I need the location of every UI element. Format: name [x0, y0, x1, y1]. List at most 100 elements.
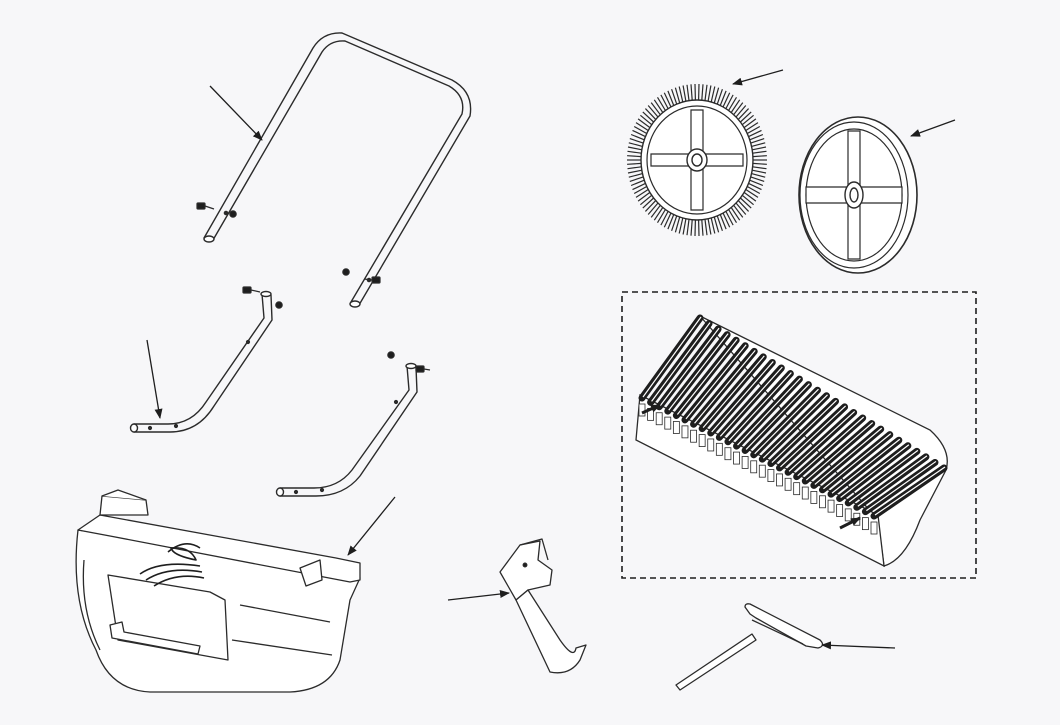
bristle — [751, 142, 766, 147]
bristle — [733, 204, 744, 218]
lower-right-handle — [275, 362, 418, 497]
bristle — [741, 194, 754, 206]
bristle — [749, 133, 764, 141]
brush-strip-highlight — [823, 433, 892, 490]
brush-strip-highlight — [840, 444, 910, 498]
brush-wheel — [627, 83, 767, 237]
bristle — [627, 150, 642, 154]
bristle — [725, 211, 734, 226]
brush-strip-highlight — [642, 316, 702, 398]
bristle — [682, 85, 687, 102]
bristle — [750, 138, 765, 144]
bristle — [650, 204, 661, 218]
bristle — [719, 90, 727, 106]
bristle — [630, 179, 645, 187]
bristle — [663, 212, 672, 228]
bristle — [735, 202, 747, 215]
brush-clip — [750, 460, 758, 474]
brush-strip-highlight — [728, 372, 792, 442]
bristle — [728, 96, 738, 111]
bristle — [747, 125, 761, 135]
brush-clip — [672, 421, 680, 434]
bristle — [719, 214, 727, 230]
callout-arrow-wheel — [910, 119, 956, 137]
bristle — [750, 176, 765, 182]
bristle — [728, 209, 738, 224]
bristle — [751, 173, 766, 178]
brush-strip-highlight — [745, 383, 810, 450]
bristle — [749, 179, 764, 187]
bristle — [640, 114, 653, 126]
bristle — [716, 215, 723, 231]
bristle — [660, 94, 669, 109]
bristle — [748, 129, 762, 138]
bristle — [656, 209, 666, 224]
bristle — [630, 133, 645, 141]
brush-strip-highlight — [668, 333, 729, 411]
brush-clip — [827, 499, 835, 513]
callout-arrow-lower-handle — [146, 339, 163, 419]
bristle — [686, 84, 690, 101]
brush-strip-highlight — [857, 455, 928, 507]
brush-clip — [664, 416, 672, 430]
brush-clip — [724, 447, 732, 461]
brush-strips — [638, 314, 948, 535]
bristle — [710, 86, 716, 103]
bristle — [627, 162, 642, 165]
brush-strip-highlight — [788, 411, 856, 472]
brush-clip — [758, 464, 766, 478]
bristle — [704, 84, 708, 101]
hex-key — [675, 603, 824, 691]
lower-left-handle — [129, 290, 273, 433]
bristle — [653, 207, 664, 221]
plain-wheel — [798, 116, 918, 274]
brush-strip-highlight — [771, 399, 837, 463]
bristle — [725, 94, 734, 109]
bristle — [743, 118, 757, 129]
brush-strip-highlight — [702, 355, 765, 428]
bristle — [745, 188, 759, 198]
bristle — [741, 114, 754, 126]
brush-strip-highlight — [797, 416, 865, 477]
bristle — [748, 182, 762, 191]
bristle — [722, 212, 731, 228]
bristle — [637, 118, 651, 129]
brush-strip-highlight — [676, 338, 738, 415]
bristle — [752, 146, 767, 151]
bristle — [628, 142, 643, 147]
brush-strip-highlight — [659, 327, 720, 407]
bristle — [743, 191, 757, 202]
bristle — [739, 197, 752, 209]
bristle — [633, 125, 647, 135]
brush-strip-highlight — [814, 427, 883, 485]
upper-handle — [203, 32, 472, 308]
bristle — [674, 87, 681, 104]
bristle — [752, 162, 767, 165]
bristle — [678, 86, 684, 103]
brush-strip-highlight — [651, 322, 711, 402]
brush-clip — [733, 451, 740, 465]
lower-right-fasteners — [387, 351, 431, 373]
bristle — [701, 84, 704, 101]
bristle — [660, 211, 669, 226]
bristle — [722, 92, 731, 108]
callout-arrow-handle — [209, 85, 263, 141]
brush-clip — [784, 477, 792, 491]
bristle — [678, 217, 684, 234]
brush-strip-highlight — [754, 388, 819, 455]
brush-strip-highlight — [866, 460, 937, 512]
bristle — [629, 176, 644, 182]
bristle — [701, 219, 704, 236]
logo-emblem — [139, 543, 205, 587]
hopper — [75, 489, 361, 693]
bristle — [627, 166, 642, 170]
bristle — [663, 92, 672, 108]
brush-clip — [698, 434, 706, 447]
brush-clip — [655, 412, 663, 426]
brush-clip — [715, 442, 723, 456]
bristle — [653, 99, 664, 113]
bristle — [707, 218, 712, 235]
callout-arrow-hopper — [347, 496, 396, 556]
bristle — [642, 197, 655, 209]
brush-clip — [767, 469, 775, 482]
